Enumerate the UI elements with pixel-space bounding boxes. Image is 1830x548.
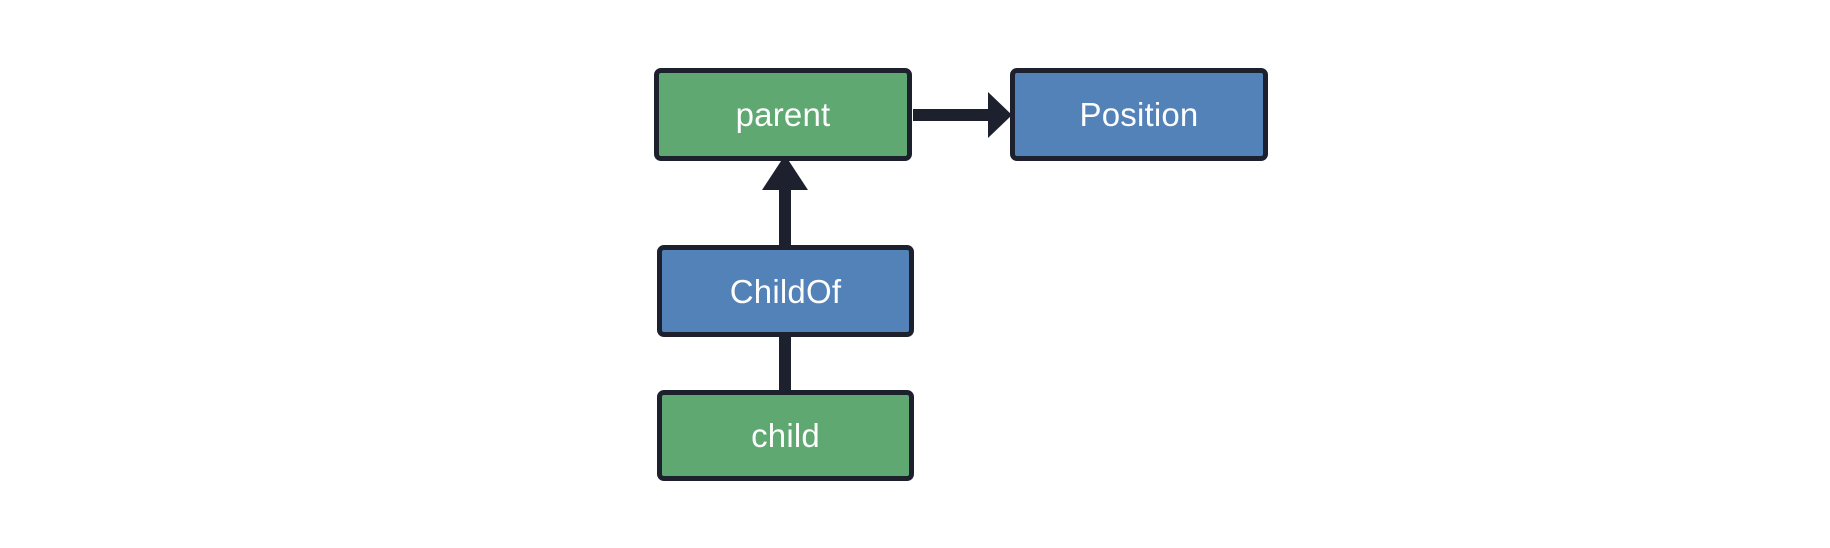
node-position-label: Position <box>1079 96 1199 133</box>
node-parent-label: parent <box>735 96 831 133</box>
edge-child-to-childof <box>779 334 791 392</box>
node-childof-label: ChildOf <box>729 272 842 310</box>
node-childof[interactable]: ChildOf <box>657 245 914 337</box>
node-position[interactable]: Position <box>1010 68 1268 161</box>
edge-childof-to-parent <box>762 155 808 246</box>
node-child[interactable]: child <box>657 390 914 481</box>
edge-parent-to-position <box>913 92 1012 138</box>
node-child-label: child <box>751 417 820 454</box>
node-parent[interactable]: parent <box>654 68 912 161</box>
